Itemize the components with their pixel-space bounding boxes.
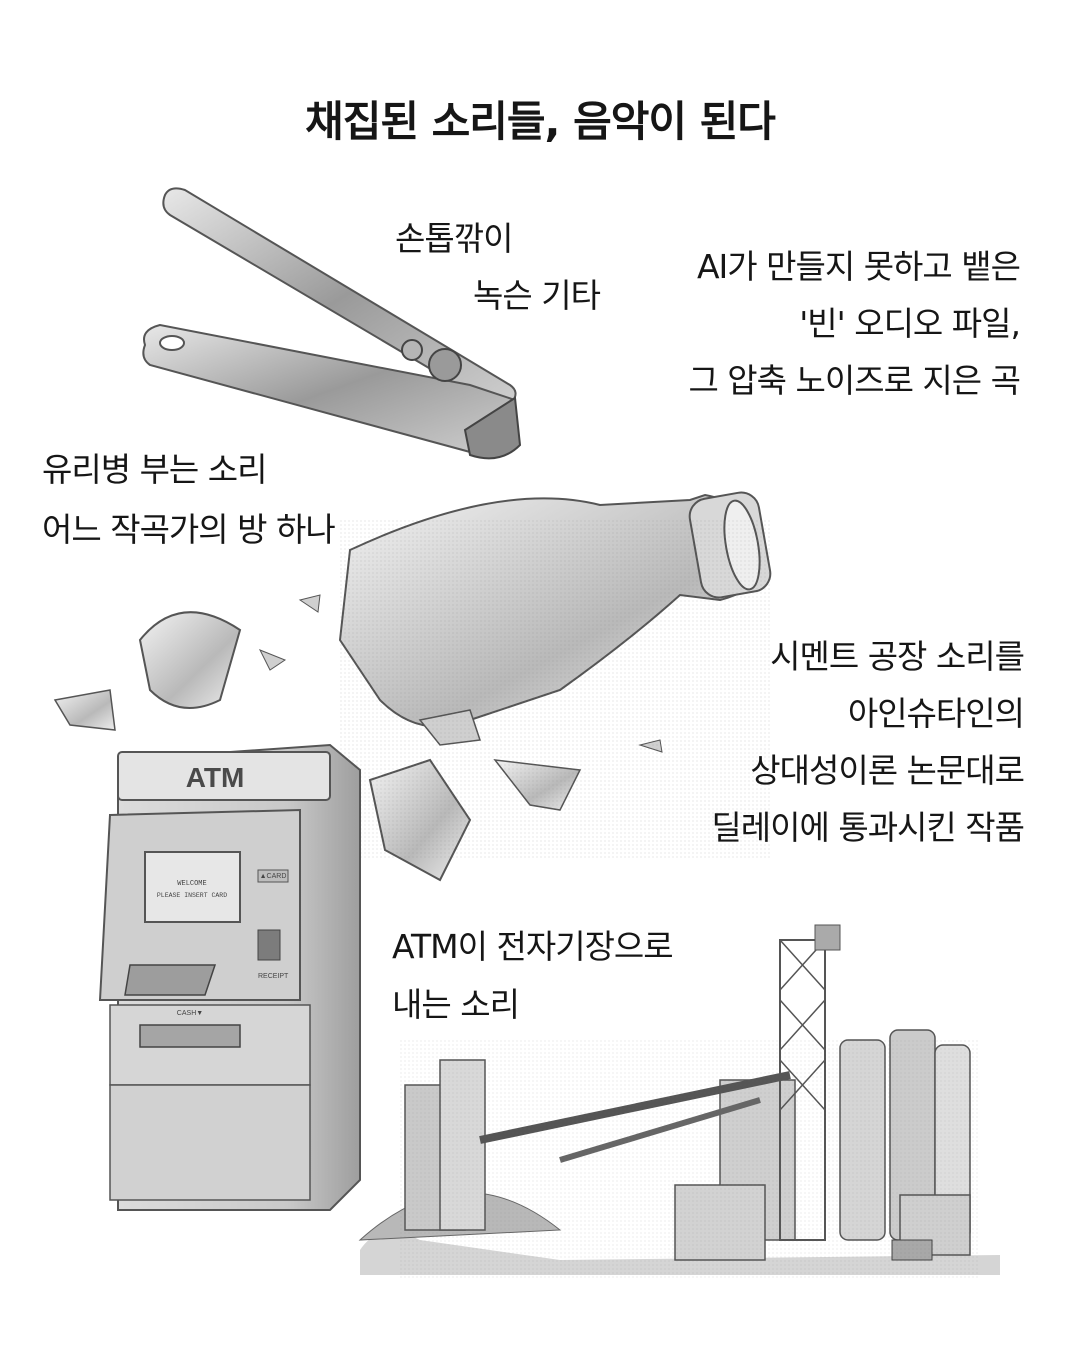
atm-screen-prompt: PLEASE INSERT CARD [157,892,227,899]
caption-line: 유리병 부는 소리 [42,450,267,489]
caption-line: 내는 소리 [392,985,520,1024]
atm-sign: ATM [186,762,245,793]
caption-line: 시멘트 공장 소리를 [770,637,1025,676]
atm-card-label: ▲CARD [260,873,287,880]
caption-line: '빈' 오디오 파일, [799,304,1021,343]
caption-line: 어느 작곡가의 방 하나 [42,510,336,549]
caption-line: 손톱깎이 [395,219,513,258]
caption-glass-bottle: 유리병 부는 소리 어느 작곡가의 방 하나 [42,440,336,560]
poster-title: 채집된 소리들, 음악이 된다 [305,97,776,146]
cement-factory-illustration [358,924,1000,1280]
atm-screen-welcome: WELCOME [177,880,206,888]
caption-line: 그 압축 노이즈로 지은 곡 [688,361,1021,400]
atm-cash-label: CASH▼ [177,1010,203,1017]
atm-illustration: ATM WELCOME PLEASE INSERT CARD ▲CARD REC… [98,743,361,1211]
caption-cement-factory: 시멘트 공장 소리를 아인슈타인의 상대성이론 논문대로 딜레이에 통과시킨 작… [711,628,1025,856]
caption-line: AI가 만들지 못하고 뱉은 [696,247,1021,286]
caption-line: 녹슨 기타 [473,276,601,315]
caption-ai-file: AI가 만들지 못하고 뱉은 '빈' 오디오 파일, 그 압축 노이즈로 지은 … [688,238,1021,409]
nail-clipper-illustration [142,187,522,460]
caption-line: 딜레이에 통과시킨 작품 [711,808,1025,847]
caption-line: 상대성이론 논문대로 [750,751,1025,790]
caption-atm: ATM이 전자기장으로 내는 소리 [392,918,674,1034]
glass-bottle-illustration [53,491,772,882]
caption-nail-clipper: 손톱깎이 녹슨 기타 [395,210,601,324]
atm-receipt-label: RECEIPT [258,973,289,980]
caption-line: ATM이 전자기장으로 [392,927,674,966]
caption-line: 아인슈타인의 [847,694,1025,733]
